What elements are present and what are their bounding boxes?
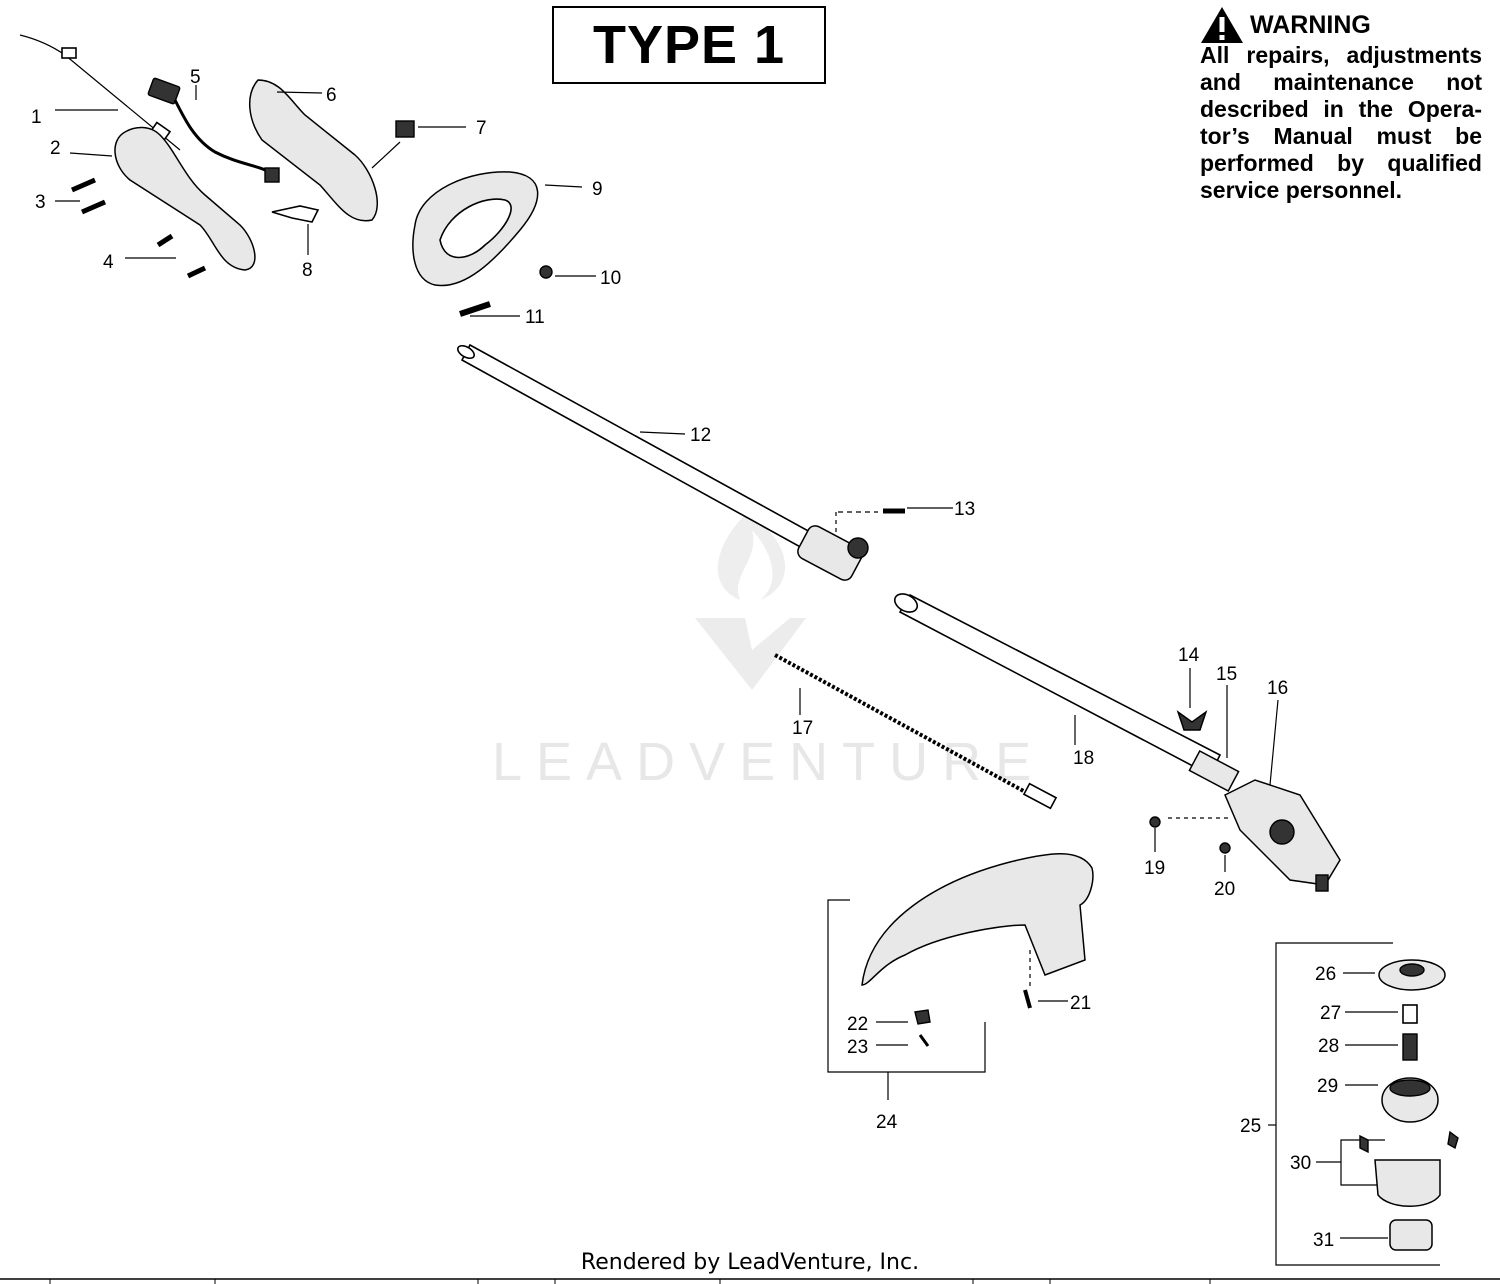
callout-6: 6	[326, 85, 337, 106]
watermark: LEADVENTURE	[492, 515, 1045, 792]
callout-2: 2	[50, 138, 61, 159]
part-knob-nut	[539, 265, 596, 279]
callout-7: 7	[476, 118, 487, 139]
part-switch	[371, 120, 466, 169]
callout-23: 23	[847, 1037, 868, 1058]
callout-19: 19	[1144, 858, 1165, 879]
callout-27: 27	[1320, 1003, 1341, 1024]
callout-1: 1	[31, 107, 42, 128]
callout-4: 4	[103, 252, 114, 273]
callout-21: 21	[1070, 993, 1091, 1014]
part-trimmer-head	[1268, 942, 1459, 1266]
part-guard	[827, 853, 1094, 1100]
callout-13: 13	[954, 499, 975, 520]
part-bolt	[459, 301, 520, 317]
callout-20: 20	[1214, 879, 1235, 900]
part-loop-handle	[412, 171, 583, 287]
callout-8: 8	[302, 260, 313, 281]
callout-3: 3	[35, 192, 46, 213]
part-gear-head	[1224, 699, 1341, 892]
flame-logo-icon	[717, 515, 786, 600]
warning-triangle-icon	[1201, 7, 1243, 43]
callout-22: 22	[847, 1014, 868, 1035]
part-trigger	[271, 205, 320, 255]
callout-5: 5	[190, 67, 201, 88]
callout-14: 14	[1178, 645, 1200, 666]
part-shaft-screw	[835, 507, 953, 532]
title-box: TYPE 1	[552, 6, 826, 84]
callout-11: 11	[525, 307, 545, 328]
callout-labels: 1 2 3 4 5 6 7 8 9 10 11 12 13 14 15 16 1…	[31, 67, 1341, 1251]
warning-notice: WARNING All repairs, adjustments and mai…	[1200, 6, 1482, 204]
diagram-title: TYPE 1	[592, 15, 786, 75]
callout-24: 24	[876, 1112, 898, 1133]
part-throttle-cable	[19, 34, 181, 151]
footer-credit: Rendered by LeadVenture, Inc.	[580, 1250, 920, 1275]
part-handle-housing	[248, 79, 378, 222]
watermark-text: LEADVENTURE	[492, 732, 1045, 792]
callout-30: 30	[1290, 1153, 1311, 1174]
part-upper-shaft	[457, 343, 869, 581]
part-wing-bolt	[1176, 668, 1208, 731]
callout-31: 31	[1313, 1230, 1334, 1251]
part-switch-wire	[147, 77, 280, 183]
callout-15: 15	[1216, 664, 1237, 685]
callout-29: 29	[1317, 1076, 1338, 1097]
callout-26: 26	[1315, 964, 1336, 985]
part-nut-20	[1219, 842, 1231, 872]
bottom-table-rule	[0, 1278, 1500, 1284]
warning-text: All repairs, adjustments and maintenance…	[1200, 42, 1482, 203]
warning-heading-row: WARNING	[1200, 6, 1482, 44]
warning-heading: WARNING	[1250, 10, 1371, 39]
callout-9: 9	[592, 179, 603, 200]
part-screw-19	[1149, 816, 1228, 852]
v-logo-icon	[695, 618, 806, 690]
part-clamp	[1188, 685, 1240, 793]
callout-18: 18	[1073, 748, 1094, 769]
callout-25: 25	[1240, 1116, 1261, 1137]
part-drive-shaft	[774, 653, 1058, 810]
part-handle-half	[69, 126, 256, 271]
callout-10: 10	[600, 268, 621, 289]
part-screws	[55, 177, 207, 279]
callout-28: 28	[1318, 1036, 1339, 1057]
callout-16: 16	[1267, 678, 1288, 699]
callout-12: 12	[690, 425, 711, 446]
callout-17: 17	[792, 718, 813, 739]
